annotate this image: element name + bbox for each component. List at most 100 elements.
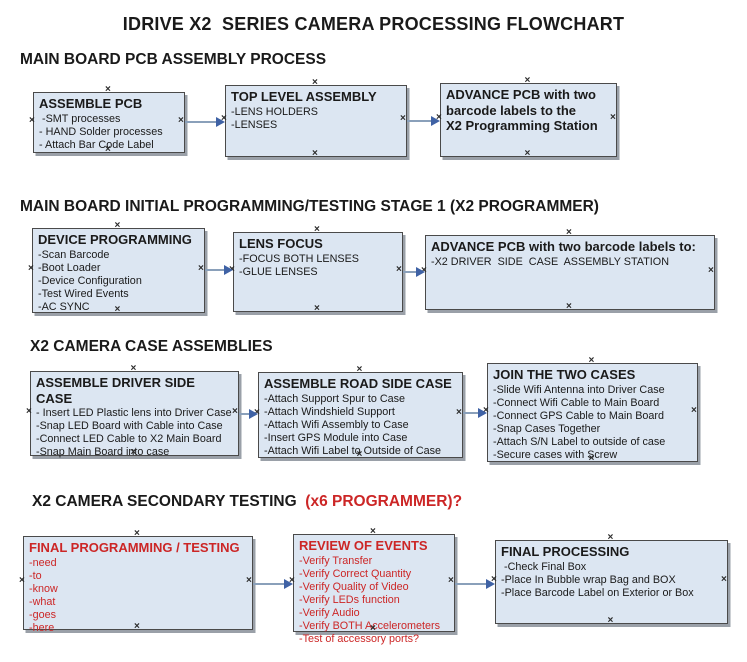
list-item: -Verify LEDs function [299,593,400,606]
box-items: -Check Final Box-Place In Bubble wrap Ba… [501,561,722,600]
box-items: -Scan Barcode-Boot Loader-Device Configu… [38,249,199,314]
list-item: -know [29,582,58,595]
box-join-the-two-cases[interactable]: JOIN THE TWO CASES -Slide Wifi Antenna i… [483,356,699,464]
connection-handle-icon [357,365,365,375]
connection-handle-icon [312,78,320,88]
arrow-line [463,412,481,414]
list-item: -Place In Bubble wrap Bag and BOX [501,573,676,586]
page-title: IDRIVE X2 SERIES CAMERA PROCESSING FLOWC… [122,14,625,34]
box-items: -Slide Wifi Antenna into Driver Case -Con… [493,384,692,462]
connection-handle-icon [28,264,36,274]
flow-arrow[interactable] [407,115,440,127]
box-lens-focus[interactable]: LENS FOCUS -FOCUS BOTH LENSES-GLUE LENSE… [229,225,403,314]
list-item: -Boot Loader [38,261,101,274]
box-items: -Verify Transfer-Verify Correct Quantity… [299,555,449,646]
flow-arrow[interactable] [239,408,258,420]
list-item: -Connect GPS Cable to Main Board [493,409,665,422]
list-item: - HAND Solder processes [39,125,163,138]
list-item: -Test of accessory ports? [299,632,420,645]
box-review-of-events[interactable]: REVIEW OF EVENTS -Verify Transfer-Verify… [289,527,455,645]
list-item: -Verify Quality of Video [299,580,409,593]
arrow-line [407,120,434,122]
list-item: -what [29,595,56,608]
arrow-right-icon [224,265,233,275]
arrow-line [253,583,287,585]
connection-handle-icon [708,266,716,276]
connection-handle-icon [721,575,729,585]
box-top-level-assembly[interactable]: TOP LEVEL ASSEMBLY -LENS HOLDERS-LENSES [221,78,407,159]
arrow-right-icon [478,408,487,418]
list-item: -GLUE LENSES [239,265,318,278]
arrow-line [403,271,419,273]
list-item: -Attach Wifi Label to Outside of Case [264,444,442,457]
list-item: -Verify Audio [299,606,360,619]
arrow-line [185,121,219,123]
box-assemble-road-side-case[interactable]: ASSEMBLE ROAD SIDE CASE -Attach Support … [254,365,463,460]
box-items: -FOCUS BOTH LENSES-GLUE LENSES [239,253,397,279]
box-assemble-driver-side-case[interactable]: ASSEMBLE DRIVER SIDE CASE - Insert LED P… [26,364,239,459]
flow-arrow[interactable] [185,116,225,128]
flow-arrow[interactable] [403,266,425,278]
list-item: - Attach Bar Code Label [39,138,154,151]
box-title: LENS FOCUS [239,236,323,251]
box-final-processing[interactable]: FINAL PROCESSING -Check Final Box-Place … [491,533,729,626]
connection-handle-icon [370,527,378,537]
list-item: -Attach Windshield Support [264,405,395,418]
connection-handle-icon [608,616,616,626]
box-advance-pcb-driver-side[interactable]: ADVANCE PCB with two barcode labels to: … [421,228,716,312]
list-item: -here [29,621,55,634]
arrow-line [205,269,227,271]
box-final-programming-testing[interactable]: FINAL PROGRAMMING / TESTING -need-to-kno… [19,529,253,634]
connection-handle-icon [26,407,34,417]
box-title: DEVICE PROGRAMMING [38,232,192,247]
box-assemble-pcb[interactable]: ASSEMBLE PCB -SMT processes- HAND Solder… [29,85,185,155]
box-title: REVIEW OF EVENTS [299,538,428,553]
list-item: -Insert GPS Module into Case [264,431,408,444]
list-item: -Scan Barcode [38,248,110,261]
arrow-right-icon [249,409,258,419]
section-header-text: MAIN BOARD INITIAL PROGRAMMING/TESTING S… [20,198,599,215]
box-title: TOP LEVEL ASSEMBLY [231,89,377,104]
flow-arrow[interactable] [455,578,495,590]
list-item: -Secure cases with Screw [493,448,618,461]
box-advance-pcb-programming-station[interactable]: ADVANCE PCB with two barcode labels to t… [436,76,618,159]
connection-handle-icon [691,406,699,416]
connection-handle-icon [566,228,574,238]
flow-arrow[interactable] [253,578,293,590]
list-item: -Snap LED Board with Cable into Case [36,420,223,432]
arrow-right-icon [431,116,440,126]
list-item: -Verify BOTH Accelerometers [299,619,440,632]
connection-handle-icon [610,113,618,123]
list-item: -X2 DRIVER SIDE CASE ASSEMBLY STATION [431,255,669,268]
connection-handle-icon [525,149,533,159]
box-title: ASSEMBLE PCB [39,96,143,111]
connection-handle-icon [314,225,322,235]
section-header-pcb-assembly: MAIN BOARD PCB ASSEMBLY PROCESS [20,51,326,69]
box-items: -need-to-know-what-goes-here [29,557,247,635]
connection-handle-icon [312,149,320,159]
box-device-programming[interactable]: DEVICE PROGRAMMING -Scan Barcode-Boot Lo… [28,221,205,315]
connection-handle-icon [589,356,597,366]
list-item: -AC SYNC [38,300,90,313]
connection-handle-icon [566,302,574,312]
list-item: -Check Final Box [501,560,587,573]
box-items: -SMT processes- HAND Solder processes- A… [39,113,179,152]
connection-handle-icon [608,533,616,543]
arrow-line [455,583,489,585]
connection-handle-icon [29,116,37,126]
connection-handle-icon [525,76,533,86]
box-title: ASSEMBLE DRIVER SIDE CASE [36,375,195,406]
flow-arrow[interactable] [463,407,487,419]
box-title: FINAL PROGRAMMING / TESTING [29,540,240,555]
section-header-secondary-testing: X2 CAMERA SECONDARY TESTING (x6 PROGRAMM… [32,493,462,511]
box-items: - Insert LED Plastic lens into Driver Ca… [36,407,233,459]
list-item: -LENS HOLDERS [231,105,318,118]
list-item: -Slide Wifi Antenna into Driver Case [493,383,665,396]
section-header-case-assemblies: X2 CAMERA CASE ASSEMBLIES [30,338,273,356]
arrow-right-icon [284,579,293,589]
section-header-text: X2 CAMERA SECONDARY TESTING [32,493,301,510]
section-header-text: X2 CAMERA CASE ASSEMBLIES [30,338,273,355]
arrow-right-icon [486,579,495,589]
flow-arrow[interactable] [205,264,233,276]
